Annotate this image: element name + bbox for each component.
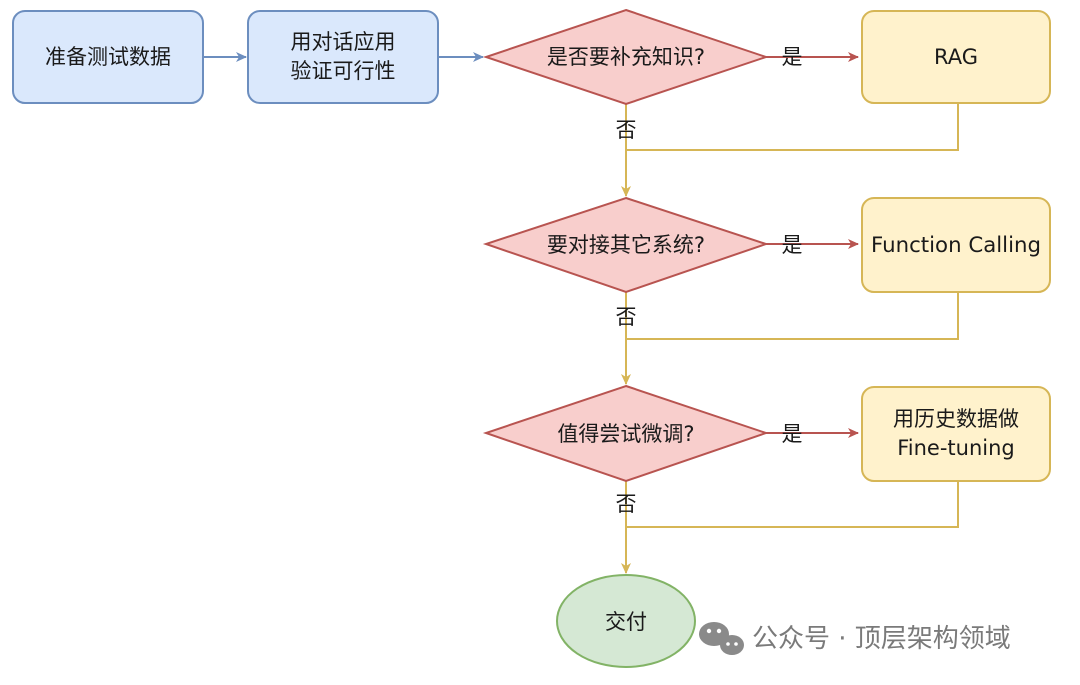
node-finetune-label-line2: Fine-tuning bbox=[897, 436, 1015, 460]
edges bbox=[204, 52, 959, 574]
edge-label-no-system: 否 bbox=[616, 305, 637, 329]
node-deliver-label: 交付 bbox=[605, 610, 647, 634]
node-function-calling-label: Function Calling bbox=[871, 233, 1041, 257]
node-prepare-label: 准备测试数据 bbox=[45, 45, 171, 69]
edge-label-no-finetune: 否 bbox=[616, 492, 637, 516]
node-verify-label-line1: 用对话应用 bbox=[291, 30, 396, 54]
node-rag[interactable]: RAG bbox=[861, 10, 1051, 104]
edge-finetune-return bbox=[626, 481, 959, 528]
wechat-icon bbox=[699, 622, 744, 655]
node-prepare-box bbox=[12, 10, 204, 104]
node-finetune[interactable]: 用历史数据做 Fine-tuning bbox=[861, 386, 1051, 482]
decision-system[interactable]: 要对接其它系统? bbox=[482, 196, 770, 294]
decision-finetune[interactable]: 值得尝试微调? bbox=[482, 384, 770, 483]
edge-label-yes-finetune: 是 bbox=[782, 422, 803, 446]
node-verify-box bbox=[247, 10, 439, 104]
decision-system-diamond bbox=[482, 196, 770, 294]
edge-labels: 是 否 是 否 是 否 bbox=[616, 45, 803, 516]
node-function-calling[interactable]: Function Calling bbox=[861, 197, 1051, 293]
node-prepare[interactable]: 准备测试数据 bbox=[12, 10, 204, 104]
decision-finetune-label: 值得尝试微调? bbox=[557, 422, 694, 446]
decision-knowledge-diamond bbox=[482, 8, 770, 106]
node-verify[interactable]: 用对话应用 验证可行性 bbox=[247, 10, 439, 104]
watermark-text: 公众号 · 顶层架构领域 bbox=[752, 624, 1011, 654]
decision-system-label: 要对接其它系统? bbox=[547, 233, 705, 257]
decision-knowledge-label: 是否要补充知识? bbox=[547, 45, 705, 69]
edge-rag-return bbox=[626, 104, 959, 151]
edge-label-yes-system: 是 bbox=[782, 233, 803, 257]
edge-function-calling-return bbox=[626, 292, 959, 340]
node-finetune-box bbox=[861, 386, 1051, 482]
decision-knowledge[interactable]: 是否要补充知识? bbox=[482, 8, 770, 106]
node-rag-box bbox=[861, 10, 1051, 104]
node-deliver-ellipse bbox=[556, 574, 696, 668]
watermark: 公众号 · 顶层架构领域 bbox=[699, 622, 1011, 655]
node-rag-label: RAG bbox=[934, 45, 978, 69]
decision-finetune-diamond bbox=[482, 384, 770, 483]
node-verify-label-line2: 验证可行性 bbox=[291, 59, 396, 83]
node-deliver[interactable]: 交付 bbox=[556, 574, 696, 668]
edge-label-yes-knowledge: 是 bbox=[782, 45, 803, 69]
edge-label-no-knowledge: 否 bbox=[616, 118, 637, 142]
node-function-calling-box bbox=[861, 197, 1051, 293]
node-finetune-label-line1: 用历史数据做 bbox=[893, 407, 1019, 431]
